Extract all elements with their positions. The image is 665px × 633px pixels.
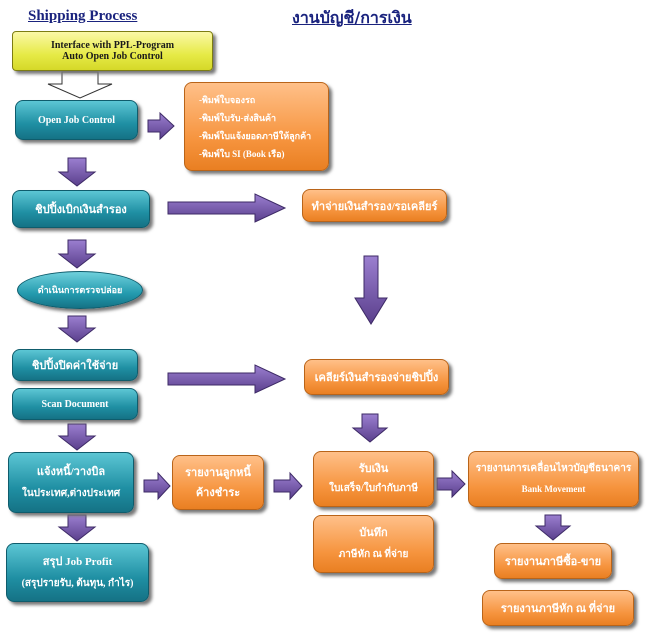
vat-report-label: รายงานภาษีซื้อ-ขาย — [504, 556, 602, 568]
arrow-ar-to-receive — [273, 471, 303, 501]
clear-advance-box: เคลียร์เงินสำรองจ่ายชิปปิ้ง — [304, 359, 449, 395]
shipping-close-label: ชิปปิ้งปิดค่าใช้จ่าย — [31, 360, 119, 372]
header-shipping-process: Shipping Process — [28, 8, 138, 24]
clearance-label: ดำเนินการตรวจปล่อย — [37, 285, 123, 295]
billing-line-2: ในประเทศ,ต่างประเทศ — [21, 487, 121, 499]
print-documents-box: -พิมพ์ใบจองรถ -พิมพ์ใบรับ-ส่งสินค้า -พิม… — [184, 82, 329, 171]
profit-line-2: (สรุปรายรับ, ต้นทุน, กำไร) — [21, 577, 134, 589]
billing-line-1: แจ้งหนี้/วางบิล — [36, 465, 106, 478]
record-tax-box: บันทึก ภาษีหัก ณ ที่จ่าย — [313, 515, 434, 573]
print-item-si: -พิมพ์ใบ SI (Book เรือ) — [199, 148, 285, 159]
print-item-goods-receipt: -พิมพ์ใบรับ-ส่งสินค้า — [199, 112, 277, 123]
scan-document-label: Scan Document — [41, 398, 109, 410]
receive-line-1: รับเงิน — [358, 463, 389, 475]
arrow-pay-to-clear — [354, 255, 388, 325]
interface-line-1: Interface with PPL-Program — [50, 40, 175, 51]
arrow-openjob-to-advance — [57, 157, 97, 187]
interface-box: Interface with PPL-Program Auto Open Job… — [12, 31, 213, 71]
ar-report-line-2: ค้างชำระ — [195, 486, 241, 499]
arrow-bank-to-vat — [534, 514, 572, 541]
header-accounting-finance: งานบัญชี/การเงิน — [292, 8, 412, 27]
bank-movement-box: รายงานการเคลื่อนไหวบัญชีธนาคาร Bank Move… — [468, 451, 639, 507]
shipping-advance-label: ชิปปิ้งเบิกเงินสำรอง — [35, 204, 127, 216]
vat-report-box: รายงานภาษีซื้อ-ขาย — [494, 543, 612, 579]
print-item-booking: -พิมพ์ใบจองรถ — [199, 94, 256, 105]
arrow-scan-to-billing — [57, 423, 97, 451]
shipping-advance-box: ชิปปิ้งเบิกเงินสำรอง — [12, 190, 150, 228]
record-tax-line-1: บันทึก — [359, 527, 388, 539]
billing-box: แจ้งหนี้/วางบิล ในประเทศ,ต่างประเทศ — [8, 452, 134, 513]
ar-report-line-1: รายงานลูกหนี้ — [185, 466, 251, 479]
arrow-advance-to-pay — [167, 193, 287, 223]
shipping-close-box: ชิปปิ้งปิดค่าใช้จ่าย — [12, 349, 138, 381]
wht-report-label: รายงานภาษีหัก ณ ที่จ่าย — [500, 603, 616, 615]
arrow-clear-to-receive — [351, 413, 389, 443]
clearance-oval: ดำเนินการตรวจปล่อย — [17, 271, 143, 309]
ar-report-box: รายงานลูกหนี้ ค้างชำระ — [172, 455, 264, 510]
arrow-interface-to-openjob — [47, 71, 113, 99]
profit-line-1: สรุป Job Profit — [42, 555, 113, 568]
receive-line-2: ใบเสร็จ/ใบกำกับภาษี — [329, 483, 418, 494]
open-job-label: Open Job Control — [37, 114, 116, 126]
arrow-openjob-to-printlist — [147, 111, 175, 141]
pay-advance-label: ทำจ่ายเงินสำรอง/รอเคลียร์ — [311, 200, 438, 213]
scan-document-box: Scan Document — [12, 388, 138, 420]
arrow-receive-to-bank — [436, 469, 466, 499]
record-tax-line-2: ภาษีหัก ณ ที่จ่าย — [338, 549, 409, 560]
bank-line-1: รายงานการเคลื่อนไหวบัญชีธนาคาร — [475, 463, 632, 474]
arrow-billing-to-ar — [143, 471, 171, 501]
wht-report-box: รายงานภาษีหัก ณ ที่จ่าย — [482, 590, 634, 626]
bank-line-2: Bank Movement — [521, 484, 586, 494]
job-profit-box: สรุป Job Profit (สรุปรายรับ, ต้นทุน, กำไ… — [6, 543, 149, 602]
arrow-close-to-clear — [167, 364, 287, 394]
pay-advance-box: ทำจ่ายเงินสำรอง/รอเคลียร์ — [302, 189, 447, 222]
open-job-control-box: Open Job Control — [15, 100, 138, 140]
receive-payment-box: รับเงิน ใบเสร็จ/ใบกำกับภาษี — [313, 451, 434, 507]
print-item-tax-statement: -พิมพ์ใบแจ้งยอดภาษีให้ลูกค้า — [199, 130, 312, 141]
arrow-billing-to-profit — [57, 514, 97, 542]
arrow-clearance-to-close — [57, 315, 97, 343]
interface-line-2: Auto Open Job Control — [62, 51, 163, 62]
arrow-advance-to-clearance — [57, 239, 97, 269]
clear-advance-label: เคลียร์เงินสำรองจ่ายชิปปิ้ง — [314, 372, 439, 384]
